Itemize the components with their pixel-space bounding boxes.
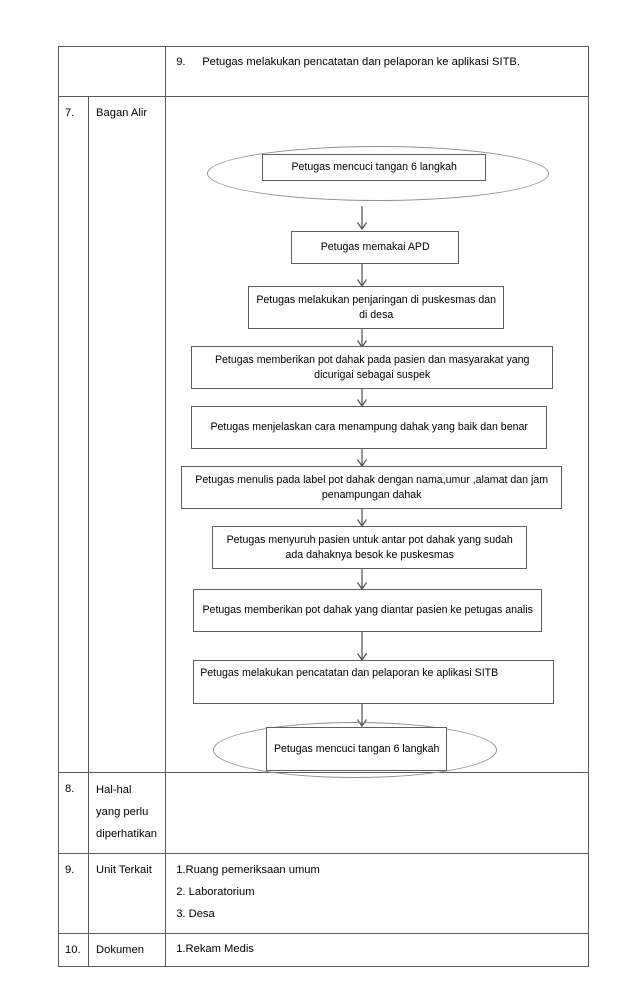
row-dokumen-number-cell: 10. <box>57 932 90 967</box>
numbered-list-item: 9. Petugas melakukan pencatatan dan pela… <box>176 54 580 71</box>
flow-node-antar-ke-analis: Petugas memberikan pot dahak yang dianta… <box>193 589 543 632</box>
list-item: 1.Ruang pemeriksaan umum <box>176 863 320 876</box>
flow-node-menyuruh-pasien: Petugas menyuruh pasien untuk antar pot … <box>212 526 528 569</box>
flow-node-cuci-tangan-awal: Petugas mencuci tangan 6 langkah <box>262 154 487 181</box>
table-row: 10. Dokumen 1.Rekam Medis <box>57 932 589 967</box>
flow-node-menulis-label: Petugas menulis pada label pot dahak den… <box>181 466 563 509</box>
row-langkah-9-body-cell: 9. Petugas melakukan pencatatan dan pela… <box>165 46 589 97</box>
list-item-text: Petugas melakukan pencatatan dan pelapor… <box>202 56 520 68</box>
table-row: 9. Petugas melakukan pencatatan dan pela… <box>57 46 589 97</box>
row-hal-hal-name-cell: Hal-hal yang perlu diperhatikan <box>88 772 167 854</box>
row-bagan-alir-number-cell: 7. <box>57 96 90 773</box>
table-row: 9. Unit Terkait 1.Ruang pemeriksaan umum… <box>57 852 589 934</box>
row-bagan-alir-name-cell: Bagan Alir <box>88 96 167 773</box>
row-body-empty <box>166 773 588 841</box>
row-unit-terkait-name-cell: Unit Terkait <box>88 852 167 934</box>
row-dokumen-body-cell: 1.Rekam Medis <box>165 932 589 967</box>
list-item: 3. Desa <box>176 908 215 921</box>
flow-terminator-start <box>207 146 550 201</box>
flow-node-pencatatan-sitb: Petugas melakukan pencatatan dan pelapor… <box>193 660 555 704</box>
row-label: Unit Terkait <box>96 863 152 876</box>
bagan-alir-flowchart-cell: Petugas mencuci tangan 6 langkah Petugas… <box>165 96 589 778</box>
list-item: 2. Laboratorium <box>176 885 255 898</box>
flow-terminator-end <box>213 722 498 778</box>
row-number: 9. <box>65 863 75 876</box>
sop-table: 9. Petugas melakukan pencatatan dan pela… <box>57 46 589 967</box>
flow-node-memberikan-pot-dahak: Petugas memberikan pot dahak pada pasien… <box>191 346 554 389</box>
row-langkah-9-label-cell <box>57 46 167 97</box>
row-label-line: yang perlu <box>96 805 149 818</box>
row-number: 8. <box>65 783 75 795</box>
flow-node-penjaringan: Petugas melakukan penjaringan di puskesm… <box>248 286 505 329</box>
row-unit-terkait-body-cell: 1.Ruang pemeriksaan umum 2. Laboratorium… <box>165 852 589 934</box>
row-hal-hal-number-cell: 8. <box>57 772 90 854</box>
flow-node-menjelaskan-cara: Petugas menjelaskan cara menampung dahak… <box>191 406 548 449</box>
flowchart-canvas: Petugas mencuci tangan 6 langkah Petugas… <box>166 97 589 778</box>
row-dokumen-name-cell: Dokumen <box>88 932 167 967</box>
row-number: 10. <box>65 943 81 956</box>
row-label-line: Hal-hal <box>96 784 132 796</box>
list-item: 1.Rekam Medis <box>176 942 254 955</box>
flow-node-cuci-tangan-akhir: Petugas mencuci tangan 6 langkah <box>266 727 448 771</box>
row-label: Bagan Alir <box>96 107 148 119</box>
table-row: 7. Bagan Alir <box>57 96 589 778</box>
row-label-line: diperhatikan <box>96 827 157 840</box>
row-number: 7. <box>65 107 75 119</box>
row-label: Dokumen <box>96 943 144 956</box>
row-unit-terkait-number-cell: 9. <box>57 852 90 934</box>
table-row: 8. Hal-hal yang perlu diperhatikan <box>57 772 589 854</box>
flow-node-memakai-apd: Petugas memakai APD <box>291 231 460 264</box>
row-hal-hal-body-cell <box>165 772 589 854</box>
list-item-number: 9. <box>176 56 186 68</box>
